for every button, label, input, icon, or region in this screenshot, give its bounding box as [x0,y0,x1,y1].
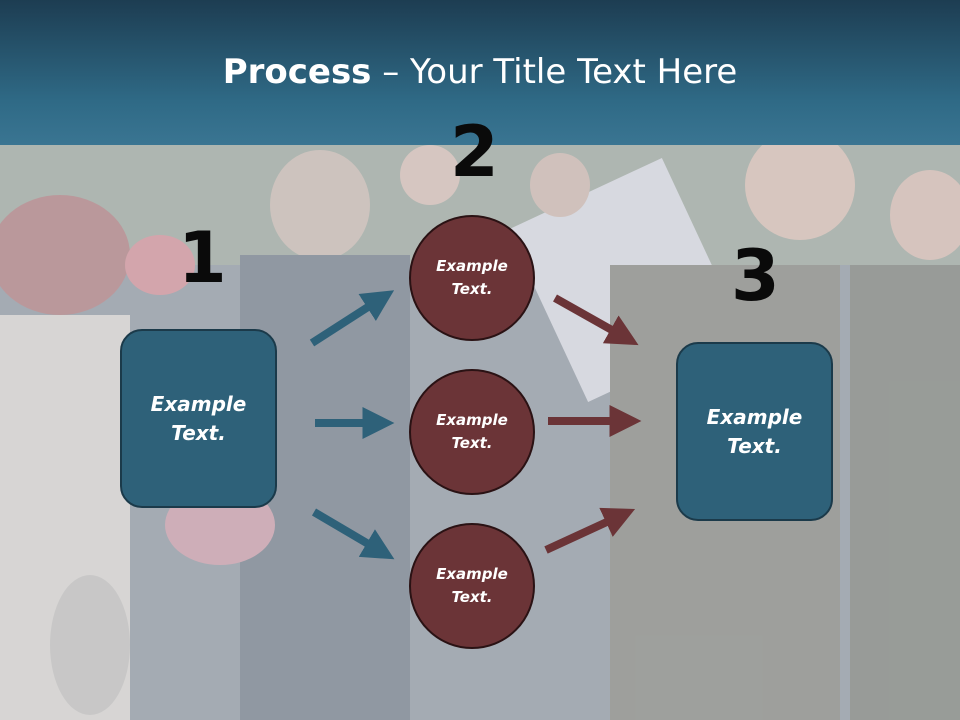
circle-bottom-line1: Example [436,565,508,583]
arrow-up-red [544,507,636,554]
arrow-down-red [553,294,639,346]
step-number-1: 1 [178,217,227,299]
right-box-line2: Text. [727,433,782,458]
arrow-down-blue [311,508,395,560]
circle-bottom-line2: Text. [451,588,493,606]
step-number-3: 3 [731,235,780,317]
circle-top-line2: Text. [451,280,493,298]
title-bar: Process – Your Title Text Here [0,0,960,145]
title-bold: Process [222,52,372,92]
title-text: – Your Title Text Here [371,52,738,92]
left-box-line1: Example [150,391,247,416]
circle-middle-line1: Example [436,411,508,429]
circle-middle-line2: Text. [451,434,493,452]
left-box-line2: Text. [171,420,226,445]
right-box-line1: Example [706,404,803,429]
step-number-2: 2 [450,111,499,193]
page-title: Process – Your Title Text Here [0,52,960,92]
circle-top-line1: Example [436,257,508,275]
arrow-up-blue [309,290,395,347]
